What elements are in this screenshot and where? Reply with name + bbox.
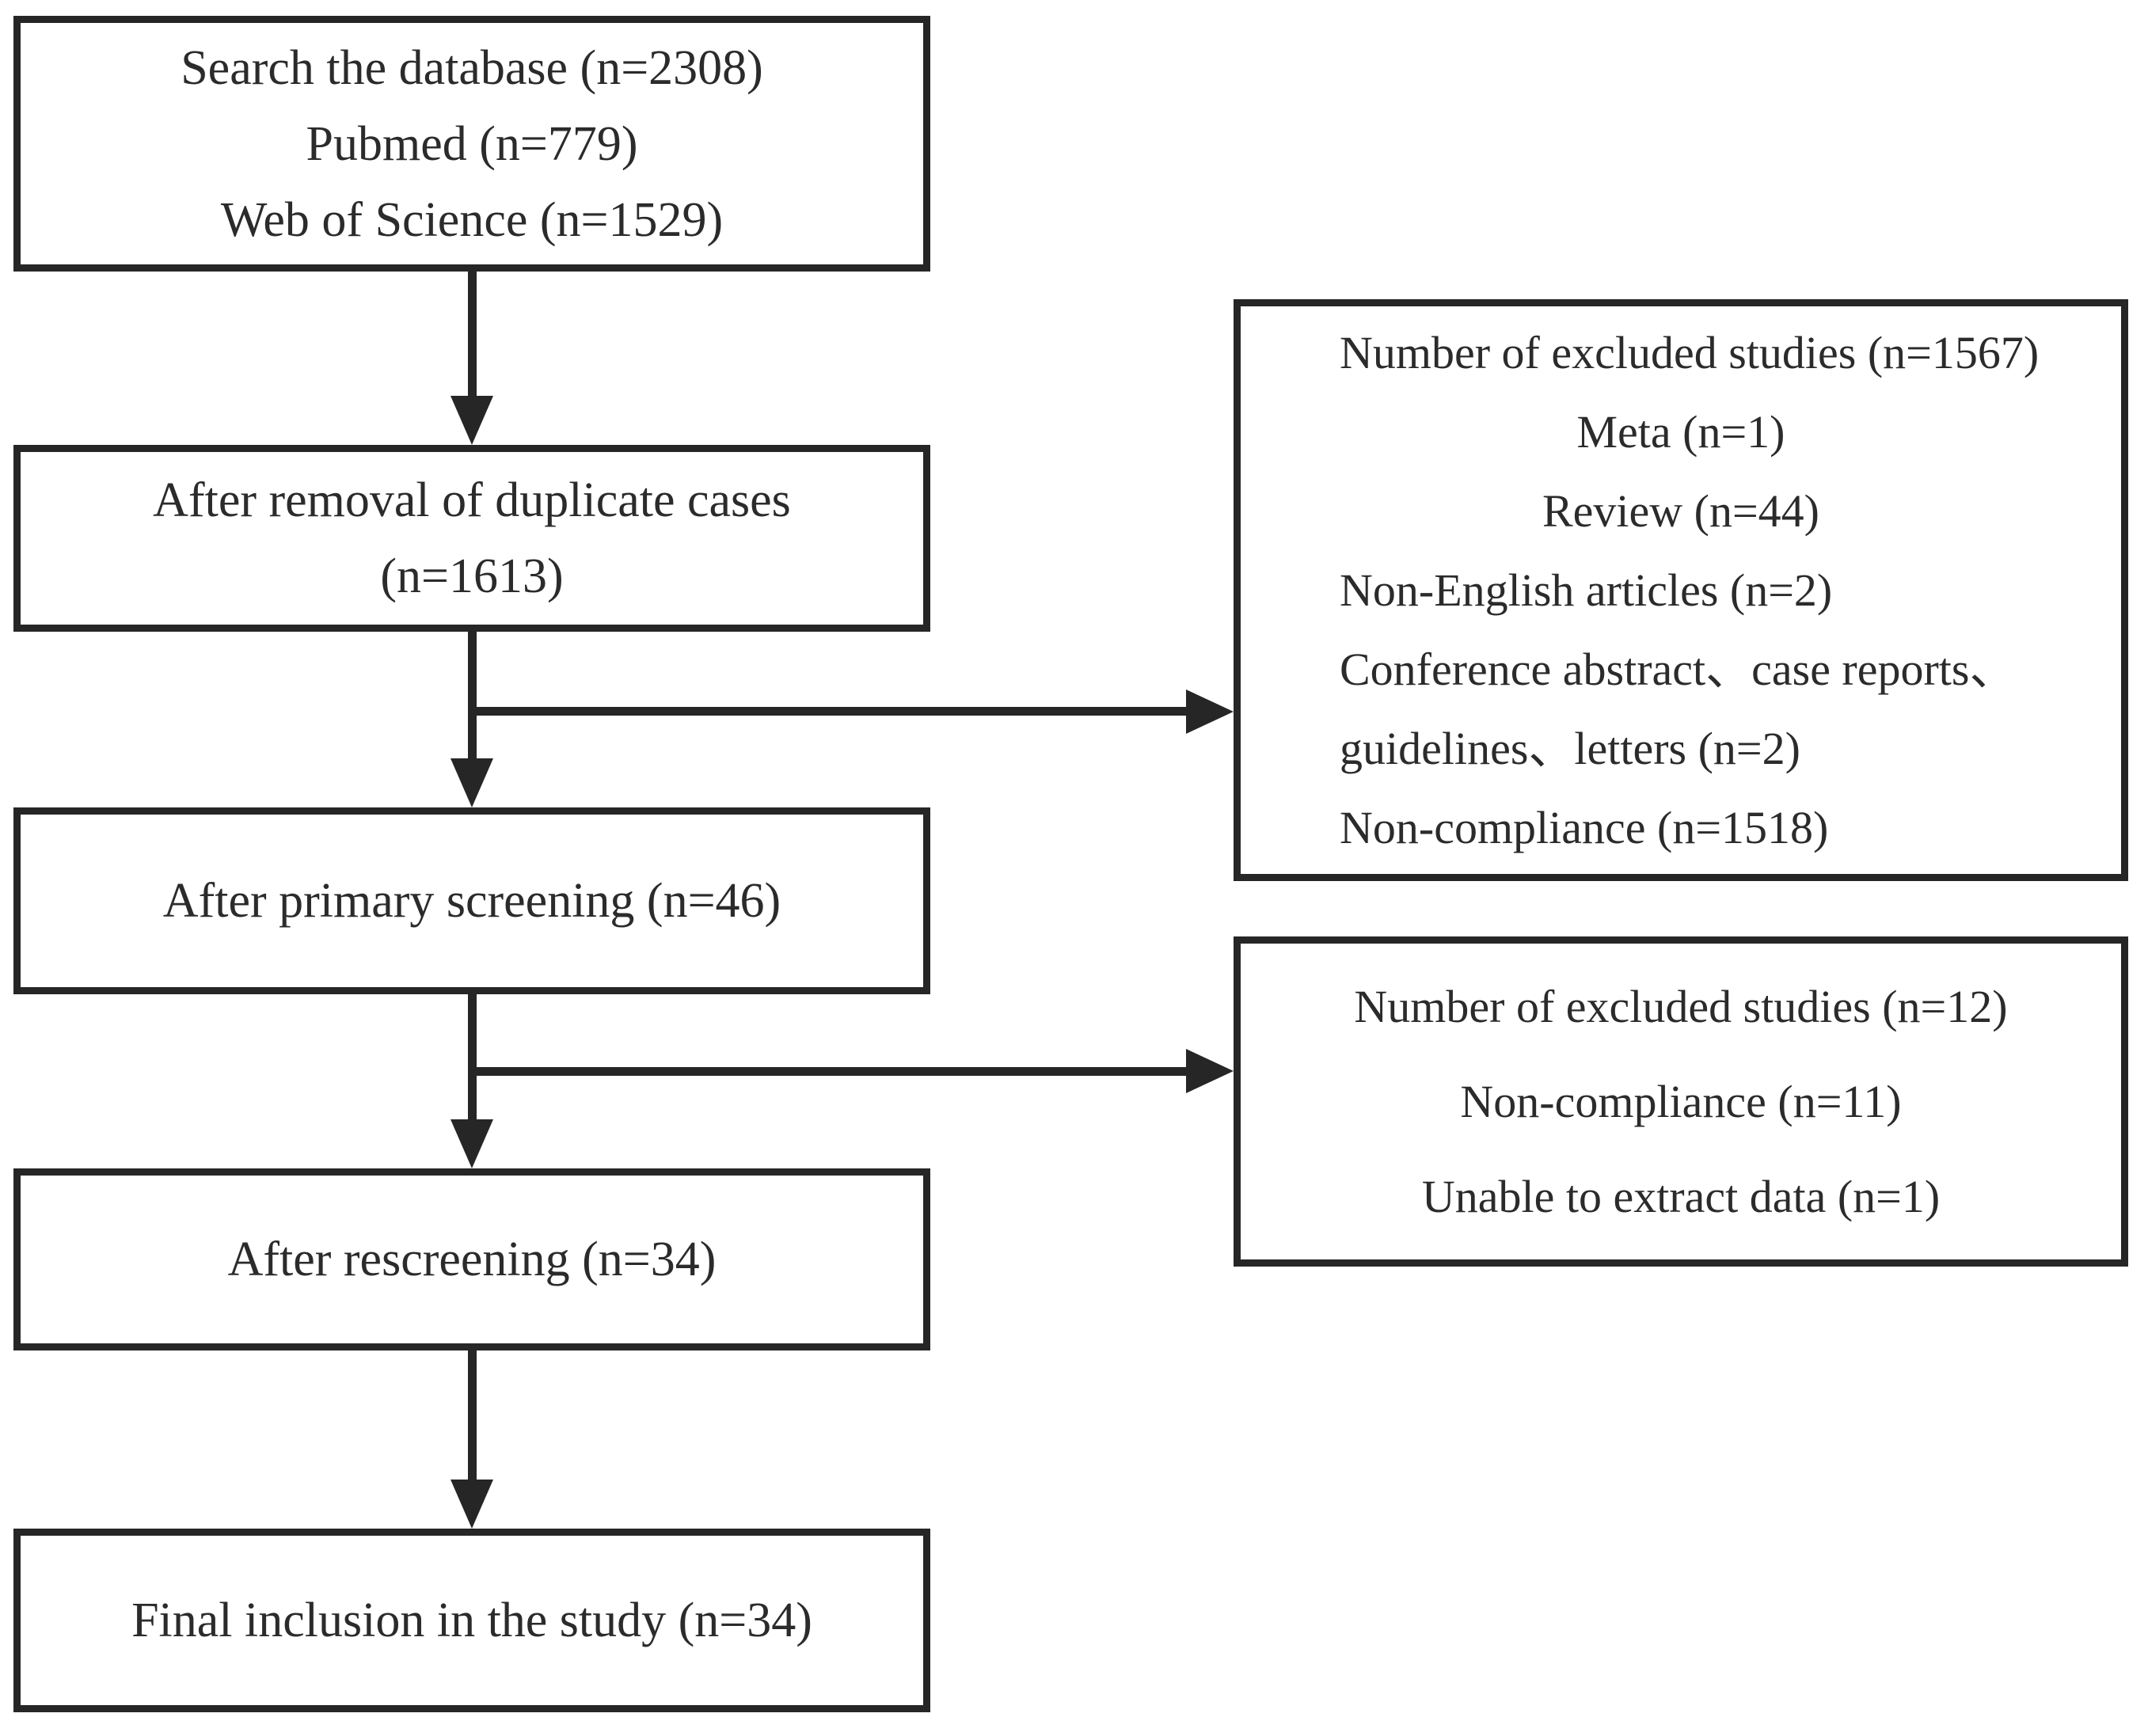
arrow-branch-to-excluded-primary	[468, 707, 1186, 716]
arrow-branch-to-excluded-primary-arrowhead-icon	[1186, 689, 1234, 734]
box-search-database-line-3: Web of Science (n=1529)	[220, 192, 724, 247]
box-after-rescreening: After rescreening (n=34)	[13, 1168, 930, 1350]
arrow-primary-to-rescreen-arrowhead-icon	[451, 1119, 493, 1168]
arrow-dedup-to-primary-arrowhead-icon	[451, 758, 493, 807]
box-search-database: Search the database (n=2308) Pubmed (n=7…	[13, 16, 930, 272]
box-excluded-primary-line-2: Meta (n=1)	[1576, 405, 1785, 458]
box-search-database-line-1: Search the database (n=2308)	[181, 40, 763, 95]
box-excluded-primary-line-6: guidelines、letters (n=2)	[1340, 722, 1800, 774]
box-search-database-line-2: Pubmed (n=779)	[306, 116, 638, 171]
box-excluded-rescreen: Number of excluded studies (n=12) Non-co…	[1234, 936, 2128, 1267]
box-excluded-rescreen-line-1: Number of excluded studies (n=12)	[1354, 980, 2008, 1032]
arrow-dedup-to-primary-stem	[468, 628, 477, 760]
box-excluded-primary-line-4: Non-English articles (n=2)	[1340, 564, 1833, 616]
box-after-duplicate-removal-line-1: After removal of duplicate cases	[153, 473, 791, 527]
arrow-primary-to-rescreen-stem	[468, 990, 477, 1121]
box-final-inclusion-line-1: Final inclusion in the study (n=34)	[131, 1594, 812, 1647]
box-excluded-primary-line-7: Non-compliance (n=1518)	[1340, 801, 1829, 853]
box-after-duplicate-removal: After removal of duplicate cases (n=1613…	[13, 445, 930, 632]
box-after-duplicate-removal-line-2: (n=1613)	[380, 549, 564, 603]
box-excluded-rescreen-line-3: Unable to extract data (n=1)	[1421, 1170, 1941, 1222]
box-after-primary-screening: After primary screening (n=46)	[13, 807, 930, 994]
box-after-rescreening-line-1: After rescreening (n=34)	[227, 1233, 717, 1286]
box-excluded-rescreen-line-2: Non-compliance (n=11)	[1460, 1075, 1902, 1127]
arrow-search-to-dedup-arrowhead-icon	[451, 396, 493, 445]
arrow-branch-to-excluded-rescreen	[468, 1067, 1186, 1076]
arrow-branch-to-excluded-rescreen-arrowhead-icon	[1186, 1049, 1234, 1093]
arrow-search-to-dedup-stem	[468, 268, 477, 397]
arrow-rescreen-to-final-stem	[468, 1346, 477, 1481]
box-final-inclusion: Final inclusion in the study (n=34)	[13, 1529, 930, 1712]
box-excluded-primary-line-3: Review (n=44)	[1542, 484, 1819, 537]
arrow-rescreen-to-final-arrowhead-icon	[451, 1480, 493, 1529]
box-after-primary-screening-line-1: After primary screening (n=46)	[162, 874, 781, 928]
box-excluded-primary-line-1: Number of excluded studies (n=1567)	[1340, 326, 2040, 378]
box-excluded-primary-line-5: Conference abstract、case reports、	[1340, 643, 2016, 695]
box-excluded-primary: Number of excluded studies (n=1567) Meta…	[1234, 299, 2128, 881]
